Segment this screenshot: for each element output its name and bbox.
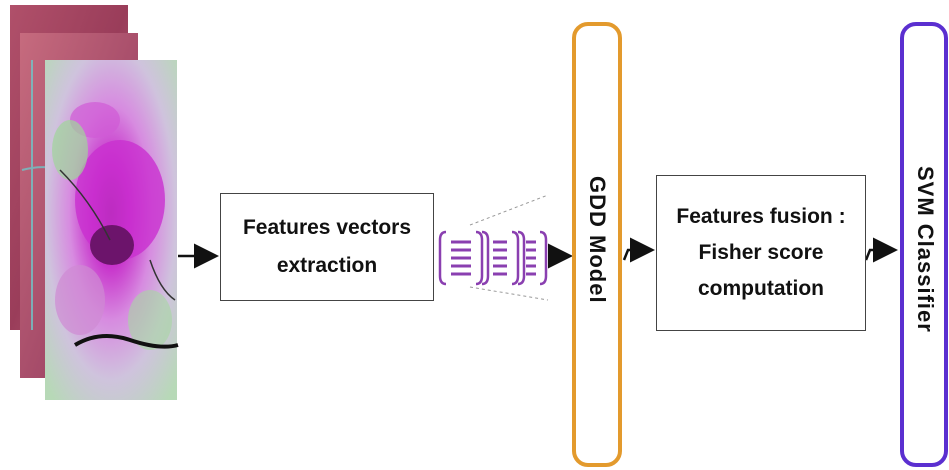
arrow-fusion-to-svm — [864, 237, 898, 263]
svm-classifier-label: SVM Classifier — [913, 166, 938, 333]
svm-classifier-box: SVM Classifier — [900, 22, 948, 467]
features-extraction-line2: extraction — [276, 254, 378, 277]
gdd-model-box: GDD Model — [572, 22, 622, 467]
gdd-model-label: GDD Model — [585, 176, 610, 304]
features-extraction-box: Features vectors extraction — [220, 193, 434, 301]
features-fusion-line3: computation — [698, 277, 824, 300]
features-fusion-line2: Fisher score — [698, 241, 824, 264]
features-fusion-box: Features fusion : Fisher score computati… — [656, 175, 866, 331]
features-fusion-line1: Features fusion : — [676, 205, 846, 228]
feature-vectors-icon — [438, 230, 548, 286]
arrow-gdd-to-fusion — [622, 237, 655, 263]
features-extraction-line1: Features vectors — [242, 216, 412, 239]
